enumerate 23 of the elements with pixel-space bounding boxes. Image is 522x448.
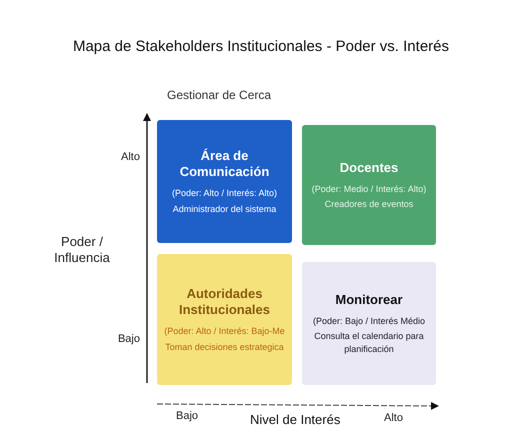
quadrant-text: (Poder: Alto / Interés: Bajo-Me — [164, 325, 285, 338]
quadrant-title: Docentes — [340, 160, 398, 176]
quadrant-text: Administrador del sistema — [172, 202, 276, 216]
axis-label: Bajo — [116, 333, 140, 347]
axis-label: Alto — [120, 151, 140, 165]
axis-label: Gestionar de Cerca — [167, 88, 272, 103]
chart-title: Mapa de Stakeholders Institucionales - Poder vs. Interés — [72, 37, 450, 57]
quadrant-title: Monitorear — [335, 292, 403, 308]
axis-label: Nivel de Interés — [250, 412, 342, 428]
quadrant-text: (Poder: Alto / Interés: Alto) — [172, 187, 278, 200]
quadrant-title: Autoridades Institucionales — [178, 286, 272, 318]
quadrant-text: Consulta el calendario para planificación — [313, 330, 425, 356]
quadrant-text: (Poder: Medio / Interés: Alto) — [312, 182, 426, 196]
axis-label: Poder / Influencia — [53, 234, 111, 266]
quadrant-text: Creadores de eventos — [324, 198, 414, 210]
quadrant-title: Área de Comunicación — [178, 148, 270, 180]
quadrant-text: Toman decisiones estrategica — [165, 340, 284, 354]
quadrant-box — [157, 120, 292, 243]
quadrant-box — [157, 254, 292, 385]
quadrant-box — [302, 125, 436, 245]
axis-label: Alto — [384, 412, 404, 426]
quadrant-text: (Poder: Bajo / Interés Médio — [312, 315, 426, 328]
axis-label: Bajo — [176, 410, 200, 424]
